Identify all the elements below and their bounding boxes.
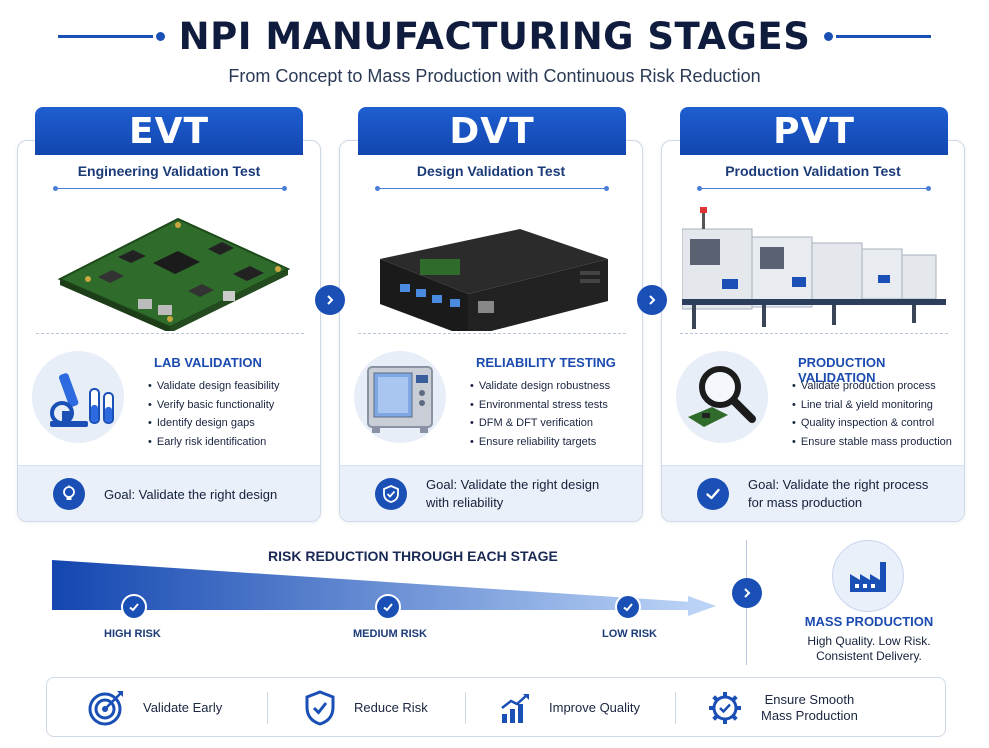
goal-line-2: with reliability: [426, 495, 504, 510]
risk-level-label: HIGH RISK: [104, 628, 161, 640]
list-item: Ensure stable mass production: [792, 433, 952, 452]
test-chamber-icon: [354, 351, 446, 443]
benefit-divider: [465, 692, 466, 724]
risk-title: RISK REDUCTION THROUGH EACH STAGE: [268, 548, 558, 564]
list-item: Identify design gaps: [148, 414, 280, 433]
goal-line-1: Goal: Validate the right process: [748, 477, 929, 492]
section-title: RELIABILITY TESTING: [476, 355, 616, 370]
stage-card-dvt: Design Validation Test RELIABILITY TESTI…: [339, 140, 643, 522]
mass-production-title: MASS PRODUCTION: [804, 614, 934, 629]
benefit-item: Validate Early: [87, 678, 222, 738]
risk-level-label: MEDIUM RISK: [353, 628, 427, 640]
stage-card-pvt: Production Validation Test PRODUCTION VA…: [661, 140, 965, 522]
list-item: DFM & DFT verification: [470, 414, 610, 433]
benefit-item: Ensure Smooth Mass Production: [707, 678, 858, 738]
goal-text: Goal: Validate the right process for mas…: [748, 476, 928, 512]
benefit-line-1: Ensure Smooth: [764, 692, 855, 707]
title-decoration-left: [57, 31, 165, 41]
benefits-bar: Validate Early Reduce Risk Improve Quali…: [46, 677, 946, 737]
mass-desc-line-1: High Quality. Low Risk.: [807, 634, 931, 648]
list-item: Environmental stress tests: [470, 396, 610, 415]
stage-header-pvt: PVT: [680, 107, 948, 155]
goal-line-1: Goal: Validate the right design: [104, 487, 278, 502]
stage-name-underline: [375, 186, 609, 191]
list-item: Ensure reliability targets: [470, 433, 610, 452]
shield-icon: [305, 690, 335, 726]
benefit-divider: [267, 692, 268, 724]
benefit-item: Reduce Risk: [304, 678, 428, 738]
bullet-list: Validate design robustness Environmental…: [470, 377, 610, 451]
chevron-right-icon: [637, 285, 667, 315]
benefit-line-1: Reduce Risk: [354, 700, 428, 715]
section-divider: [680, 333, 948, 334]
goal-box: Goal: Validate the right design: [18, 465, 320, 521]
benefit-item: Improve Quality: [499, 678, 640, 738]
mass-desc-line-2: Consistent Delivery.: [816, 649, 922, 663]
benefit-line-2: Mass Production: [761, 708, 858, 723]
list-item: Quality inspection & control: [792, 414, 952, 433]
benefit-line-1: Improve Quality: [549, 700, 641, 715]
pcb-board-icon: [57, 217, 291, 331]
stage-header-evt: EVT: [35, 107, 303, 155]
list-item: Verify basic functionality: [148, 396, 280, 415]
mass-production-description: High Quality. Low Risk. Consistent Deliv…: [786, 634, 952, 664]
title-row: NPI MANUFACTURING STAGES: [0, 14, 989, 58]
benefit-line-1: Validate Early: [143, 700, 223, 715]
goal-box: Goal: Validate the right design with rel…: [340, 465, 642, 521]
goal-text: Goal: Validate the right design: [104, 486, 277, 504]
list-item: Validate production process: [792, 377, 952, 396]
benefit-label: Improve Quality: [549, 700, 640, 716]
stage-name: Design Validation Test: [416, 163, 566, 179]
page-subtitle: From Concept to Mass Production with Con…: [228, 66, 761, 86]
goal-line-2: for mass production: [748, 495, 863, 510]
stage-name: Engineering Validation Test: [77, 163, 261, 179]
chevron-right-icon: [315, 285, 345, 315]
target-icon: [88, 691, 123, 726]
production-line-icon: [682, 207, 946, 329]
stage-name-underline: [53, 186, 287, 191]
high-risk-marker-icon: [121, 594, 147, 620]
low-risk-marker-icon: [615, 594, 641, 620]
goal-line-1: Goal: Validate the right design: [426, 477, 600, 492]
stage-name: Production Validation Test: [725, 163, 901, 179]
risk-reduction-wedge: [52, 560, 716, 616]
list-item: Validate design robustness: [470, 377, 610, 396]
stage-card-evt: Engineering Validation Test LAB VA: [17, 140, 321, 522]
list-item: Validate design feasibility: [148, 377, 280, 396]
medium-risk-marker-icon: [375, 594, 401, 620]
section-title: LAB VALIDATION: [154, 355, 262, 370]
risk-level-label: LOW RISK: [602, 628, 657, 640]
benefit-label: Reduce Risk: [354, 700, 428, 716]
list-item: Early risk identification: [148, 433, 280, 452]
bullet-list: Validate design feasibility Verify basic…: [148, 377, 280, 451]
gear-check-icon: [709, 692, 741, 724]
growth-chart-icon: [501, 694, 529, 723]
magnifier-icon: [676, 351, 768, 443]
device-enclosure-icon: [380, 229, 608, 331]
section-divider: [358, 333, 626, 334]
stage-name-underline: [697, 186, 931, 191]
lightbulb-icon: [53, 478, 85, 510]
section-divider: [36, 333, 304, 334]
goal-box: Goal: Validate the right process for mas…: [662, 465, 964, 521]
title-decoration-right: [824, 31, 932, 41]
page-title: NPI MANUFACTURING STAGES: [178, 14, 811, 58]
stage-header-dvt: DVT: [358, 107, 626, 155]
shield-check-icon: [375, 478, 407, 510]
microscope-icon: [32, 351, 124, 443]
benefit-label: Ensure Smooth Mass Production: [761, 692, 858, 724]
check-circle-icon: [697, 478, 729, 510]
factory-icon: [832, 540, 904, 612]
bullet-list: Validate production process Line trial &…: [792, 377, 952, 451]
benefit-label: Validate Early: [143, 700, 222, 716]
chevron-right-icon: [732, 578, 762, 608]
goal-text: Goal: Validate the right design with rel…: [426, 476, 599, 512]
benefit-divider: [675, 692, 676, 724]
list-item: Line trial & yield monitoring: [792, 396, 952, 415]
